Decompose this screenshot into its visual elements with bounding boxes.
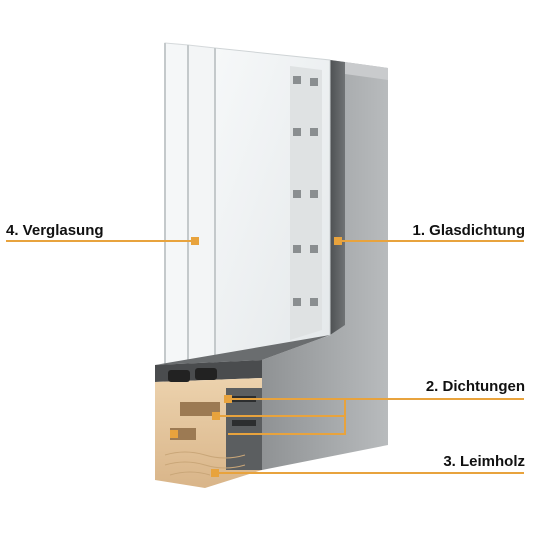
laminated-wood-section <box>155 368 262 488</box>
triple-glazing <box>164 42 331 383</box>
label-leimholz: 3. Leimholz <box>443 453 525 470</box>
label-verglasung: 4. Verglasung <box>6 222 104 239</box>
marker-glasdichtung-icon <box>334 237 342 245</box>
marker-dichtung-2-icon <box>212 412 220 420</box>
aluminium-frame <box>262 60 388 470</box>
callout-markers <box>170 237 342 477</box>
marker-dichtung-1-icon <box>224 395 232 403</box>
marker-verglasung-icon <box>191 237 199 245</box>
label-dichtungen: 2. Dichtungen <box>425 378 525 395</box>
marker-dichtung-3-icon <box>170 430 178 438</box>
marker-leimholz-icon <box>211 469 219 477</box>
callout-lines <box>6 240 524 474</box>
label-glasdichtung: 1. Glasdichtung <box>412 222 525 239</box>
